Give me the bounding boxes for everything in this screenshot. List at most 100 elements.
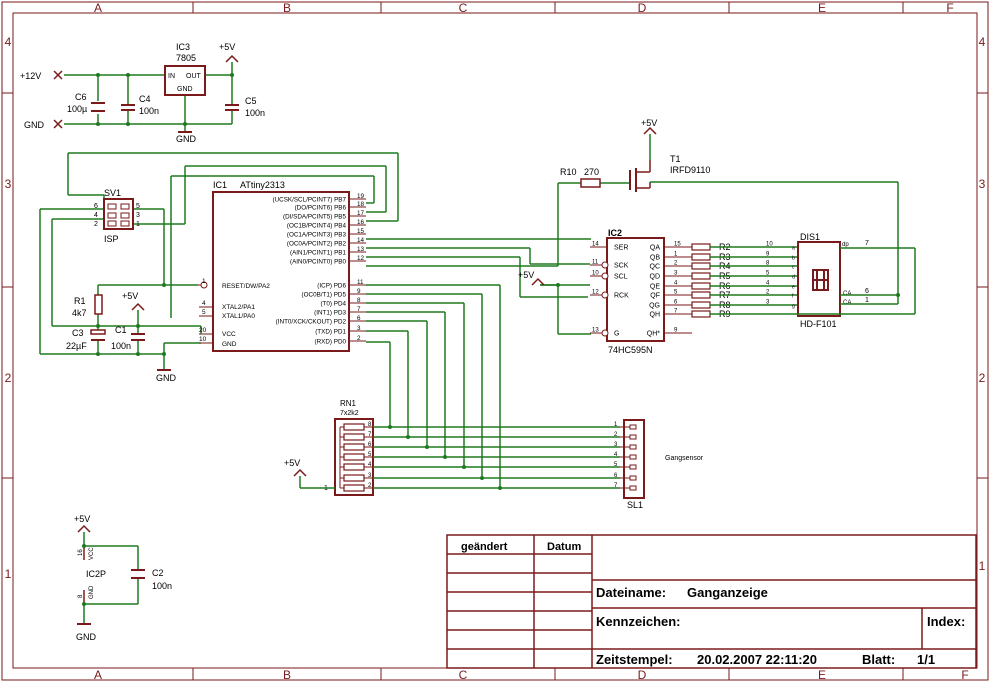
dis1-pin-ca1: 6	[865, 288, 869, 295]
ic2-right-pin-num: 9	[674, 328, 678, 334]
sl1-pin-num: 6	[614, 473, 618, 479]
ic1-right-pin-num: 7	[357, 306, 361, 313]
sl1-contact	[629, 444, 637, 450]
col-label-b-bottom: B	[283, 668, 291, 682]
ic1-right-pin-label: (OC1B/PCINT4) PB4	[287, 223, 347, 230]
plus12v-label: +12V	[20, 71, 41, 81]
c3-c1-caps: C3 22µF C1 100n +5V GND	[66, 291, 177, 383]
col-label-e-bottom: E	[818, 668, 826, 682]
r1-resistor: R1 4k7	[72, 294, 103, 318]
sl1-pin-num: 5	[614, 462, 618, 468]
ic3-name: IC3	[176, 42, 190, 52]
ic1-right-pin-label: (INT0/XCK/CKOUT) PD2	[276, 319, 347, 326]
dis1-seg-letter: a	[792, 246, 795, 252]
ic2-pin-bubble	[601, 329, 609, 337]
row-label-4-right: 4	[979, 35, 986, 49]
ic1-right-pin-label: (UCSK/SCL/PCINT7) PB7	[273, 197, 347, 204]
ic1-right-pin-num: 9	[357, 288, 361, 295]
ic2-right-pin-label: QB	[650, 255, 660, 262]
ic2-pin-bubble	[601, 291, 609, 299]
ic2-right-pin-num: 5	[674, 290, 678, 296]
c6-value: 100µ	[67, 104, 87, 114]
ic1-right-pin-num: 2	[357, 335, 361, 342]
ic1-right-pin-label: (OC1A/PCINT3) PB3	[287, 232, 347, 239]
dis1-name: DIS1	[800, 232, 820, 242]
ic2p-gnd: GND	[89, 585, 95, 599]
col-label-f-bottom: F	[961, 668, 968, 682]
sl1-contact	[629, 434, 637, 440]
sv1-label: ISP	[104, 234, 119, 244]
rn1-pin-num: 7	[368, 432, 372, 438]
ic2-left-pin-num: 13	[592, 328, 599, 334]
sv1-pin-4: 4	[94, 212, 98, 219]
ic1-right-pin-label: (ICP) PD6	[317, 283, 346, 290]
plus5v-arrow-t1	[643, 126, 657, 135]
rn1-pin-num: 8	[368, 422, 372, 428]
ic1-pin-xtal1: XTAL1/PA0	[222, 313, 255, 320]
ic3-pin-gnd: GND	[177, 86, 193, 93]
col-label-f-top: F	[946, 1, 953, 15]
ic2-right-pin-num: 2	[674, 261, 678, 267]
ic1-pin-num-1: 1	[202, 278, 206, 285]
r10-t1: R10 270 +5V T1 IRFD9110	[560, 118, 898, 192]
gnd-input-label: GND	[24, 120, 45, 130]
sv1-pin-3: 3	[136, 212, 140, 219]
dis1-ca-2: CA	[843, 300, 851, 306]
ic1-right-pin-label: (DI/SDA/PCINT5) PB5	[283, 214, 346, 221]
dis1-display: DIS1 HD-F101 dp CA CA 7 6 1	[797, 232, 869, 329]
sv1-name: SV1	[104, 188, 121, 198]
plus5v-arrow-mid	[131, 302, 145, 311]
ic2-left-pin-num: 12	[592, 290, 599, 296]
ic1-pin-gnd: GND	[222, 341, 237, 348]
ic1-name: IC1	[213, 180, 227, 190]
plus5v-label-mid: +5V	[122, 291, 138, 301]
ic2-left-pin-label: SCK	[614, 263, 629, 270]
row-label-3-left: 3	[5, 177, 12, 191]
col-label-c-bottom: C	[459, 668, 468, 682]
sl1-pin-num: 1	[614, 422, 618, 428]
ic1-right-pin-num: 16	[357, 219, 365, 226]
c1-name: C1	[115, 325, 127, 335]
ic2-pin-bubble	[601, 272, 609, 280]
ic2p-vcc: VCC	[89, 547, 95, 560]
col-label-e-top: E	[818, 1, 826, 15]
dis1-pin-num: 4	[766, 281, 770, 287]
c4-value: 100n	[139, 106, 159, 116]
dis1-pin-num: 8	[766, 261, 770, 267]
title-sheet-label: Blatt:	[862, 652, 895, 667]
ic1-right-pin-label: (INT1) PD3	[314, 310, 346, 317]
ic2-right-pin-label: QF	[650, 293, 660, 300]
sl1-contact	[629, 454, 637, 460]
title-index-label: Index:	[927, 614, 965, 629]
col-label-d-bottom: D	[638, 668, 647, 682]
ic2-left-pin-label: G	[614, 331, 619, 338]
ic2-left-pin-num: 11	[592, 260, 599, 266]
wires-display	[710, 182, 916, 315]
plus5v-label-rn1: +5V	[284, 458, 300, 468]
sl1-pin-num: 4	[614, 452, 618, 458]
title-filename: Ganganzeige	[687, 585, 768, 600]
gnd-symbol-label-top: GND	[176, 134, 197, 144]
ic1-pin-num-20: 20	[199, 327, 207, 334]
r1-name: R1	[74, 296, 86, 306]
ic2-value: 74HC595N	[608, 345, 653, 355]
ic1-right-pin-label: (AIN0/PCINT0) PB0	[290, 259, 346, 266]
col-label-c-top: C	[459, 1, 468, 15]
ic2-pin-bubble	[601, 261, 609, 269]
ic1-right-pin-num: 15	[357, 228, 365, 235]
sl1-pin-num: 3	[614, 442, 618, 448]
dis1-ca-1: CA	[843, 291, 851, 297]
plus5v-arrow-ic2p	[77, 524, 91, 533]
dis1-pin-num: 3	[766, 300, 770, 306]
title-block: geändert Datum Dateiname: Ganganzeige Ke…	[446, 534, 977, 669]
ic2p-vcc-num: 16	[78, 549, 84, 556]
c1-value: 100n	[111, 341, 131, 351]
ic1-pin-num-10: 10	[199, 336, 207, 343]
sl1-pin-num: 2	[614, 432, 618, 438]
ic2-right-pin-num: 15	[674, 242, 681, 248]
title-sheet: 1/1	[917, 652, 935, 667]
sv1-connector: SV1 ISP 6 4 2 5 3 1	[94, 188, 140, 244]
dis1-seg-letter: g	[792, 304, 795, 310]
